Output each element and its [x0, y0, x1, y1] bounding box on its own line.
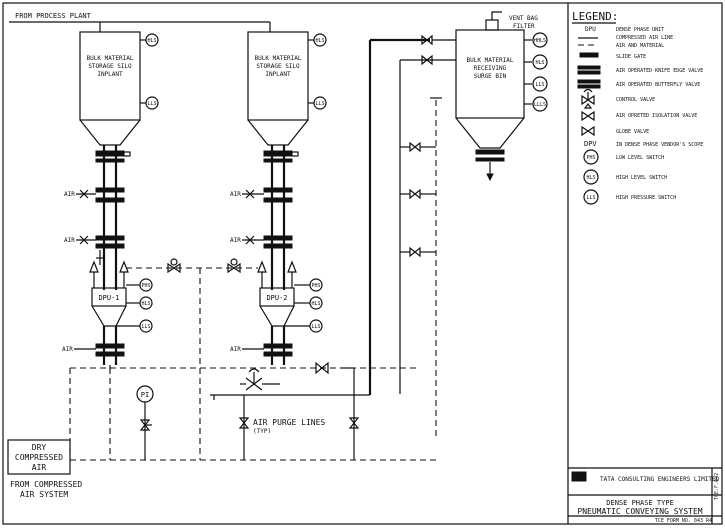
dpu-2-lls [309, 319, 323, 333]
silo-2-air-1: AIR [230, 191, 241, 198]
legend-text-10: LOW LEVEL SWITCH [616, 155, 664, 161]
legend-text-6: CONTROL VALVE [616, 97, 655, 103]
svg-text:PHS: PHS [311, 283, 320, 289]
bin-llls [532, 96, 548, 112]
svg-text:LLS: LLS [311, 324, 320, 330]
dpu-2-phs [309, 278, 323, 292]
svg-text:HLS: HLS [535, 60, 544, 66]
form-number: TCE FORM NO. 043 R4 [655, 518, 712, 524]
dpu-1: DPU-1 PHS HLS LLS [89, 260, 153, 365]
dry-air-line-3: AIR [32, 463, 47, 472]
legend-sym-9: DPV [584, 140, 597, 148]
svg-text:HLS: HLS [147, 38, 156, 44]
legend-text-8: GLOBE VALVE [616, 129, 649, 135]
from-compressed-1: FROM COMPRESSED [10, 480, 82, 489]
legend-text-2: AIR AND MATERIAL [616, 43, 664, 49]
dpu-2-label: DPU-2 [266, 294, 287, 302]
svg-text:HHLS: HHLS [534, 38, 546, 44]
silo-1-air-1: AIR [64, 191, 75, 198]
sheet-border [2, 2, 723, 525]
dry-air-source: DRY COMPRESSED AIR [7, 439, 71, 475]
purge-label-2: (TYP) [253, 428, 271, 435]
dpu-1-phs [139, 278, 153, 292]
bin-label-3: SURGE BIN [474, 73, 507, 80]
silo-2-label-1: BULK MATERIAL [255, 55, 302, 62]
legend: LEGEND: DPU DENSE PHASE UNIT COMPRESSED … [572, 10, 703, 205]
silo-2: BULK MATERIAL STORAGE SILO INPLANT HLS L… [247, 31, 327, 146]
silo-1-hls-switch [145, 33, 159, 47]
svg-text:HLS: HLS [315, 38, 324, 44]
svg-text:HLS: HLS [141, 301, 150, 307]
pressure-indicator: PI [136, 385, 154, 460]
legend-text-1: COMPRESSED AIR LINE [616, 35, 673, 41]
source-label: FROM PROCESS PLANT [15, 12, 92, 20]
dry-air-line-1: DRY [32, 443, 47, 452]
surge-bin: BULK MATERIAL RECEIVING SURGE BIN VENT B… [455, 11, 548, 182]
legend-text-5: AIR OPERATED BUTTERFLY VALVE [616, 82, 700, 88]
silo-1: BULK MATERIAL STORAGE SILO INPLANT HLS L… [79, 31, 159, 146]
bin-lls [532, 76, 548, 92]
dpu-1-label: DPU-1 [98, 294, 119, 302]
legend-text-4: AIR OPERATED KNIFE EDGE VALVE [616, 68, 703, 74]
legend-text-12: HIGH PRESSURE SWITCH [616, 195, 676, 201]
legend-text-0: DENSE PHASE UNIT [616, 27, 664, 33]
dpu-2-air: AIR [230, 346, 241, 353]
svg-text:LLS: LLS [147, 101, 156, 107]
svg-text:HLS: HLS [586, 175, 595, 181]
silo-2-lls-switch [313, 96, 327, 110]
dpu-1-hls [139, 296, 153, 310]
compressed-air-header [69, 268, 436, 461]
svg-text:LLS: LLS [315, 101, 324, 107]
silo-2-label-2: STORAGE SILO [256, 63, 300, 70]
silo-1-label-3: INPLANT [97, 71, 123, 78]
dpu-1-air: AIR [62, 346, 73, 353]
svg-text:LLS: LLS [535, 82, 544, 88]
vent-label-2: FILTER [513, 23, 535, 30]
svg-text:PI: PI [141, 391, 149, 399]
drawing-title-2: PNEUMATIC CONVEYING SYSTEM [577, 507, 702, 516]
bin-label-1: BULK MATERIAL [467, 57, 514, 64]
legend-sym-0: DPU [585, 26, 596, 33]
title-block: TATA CONSULTING ENGINEERS LIMITED DENSE … [568, 467, 722, 524]
booster-valves [400, 97, 442, 440]
air-purge-lines [213, 368, 360, 460]
dpu-2-hls [309, 296, 323, 310]
bin-label-2: RECEIVING [474, 65, 507, 72]
silo-1-label-2: STORAGE SILO [88, 63, 132, 70]
dpu-1-lls [139, 319, 153, 333]
dry-air-line-2: COMPRESSED [15, 453, 63, 462]
company-name: TATA CONSULTING ENGINEERS LIMITED [600, 476, 720, 483]
bin-hhls [532, 32, 548, 48]
from-compressed-2: AIR SYSTEM [20, 490, 68, 499]
silo-2-label-3: INPLANT [265, 71, 291, 78]
company-logo [571, 471, 587, 482]
svg-text:HLS: HLS [311, 301, 320, 307]
legend-text-9: IN DENSE PHASE VENDOR'S SCOPE [616, 142, 703, 148]
svg-text:LLS: LLS [586, 195, 595, 201]
silo-1-label-1: BULK MATERIAL [87, 55, 134, 62]
side-code: TCE.F.042 [714, 473, 720, 500]
svg-text:PHS: PHS [586, 155, 595, 161]
svg-text:LLS: LLS [141, 324, 150, 330]
silo-1-lls-switch [145, 96, 159, 110]
silo-2-discharge [263, 145, 299, 290]
legend-text-7: AIR OPRETED ISOLATION VALVE [616, 113, 697, 119]
dpu-2: DPU-2 PHS HLS LLS [257, 260, 323, 365]
bin-hls [532, 54, 548, 70]
svg-text:LLLS: LLLS [534, 102, 546, 108]
silo-2-air-2: AIR [230, 237, 241, 244]
legend-text-3: SLIDE GATE [616, 54, 646, 60]
svg-text:PHS: PHS [141, 283, 150, 289]
drawing-title-1: DENSE PHASE TYPE [606, 499, 673, 507]
silo-1-air-2: AIR [64, 237, 75, 244]
legend-text-11: HIGH LEVEL SWITCH [616, 175, 667, 181]
legend-title: LEGEND: [572, 10, 618, 23]
vent-label-1: VENT BAG [509, 15, 538, 22]
purge-label-1: AIR PURGE LINES [253, 418, 325, 427]
silo-1-discharge [95, 145, 131, 290]
silo-2-hls-switch [313, 33, 327, 47]
